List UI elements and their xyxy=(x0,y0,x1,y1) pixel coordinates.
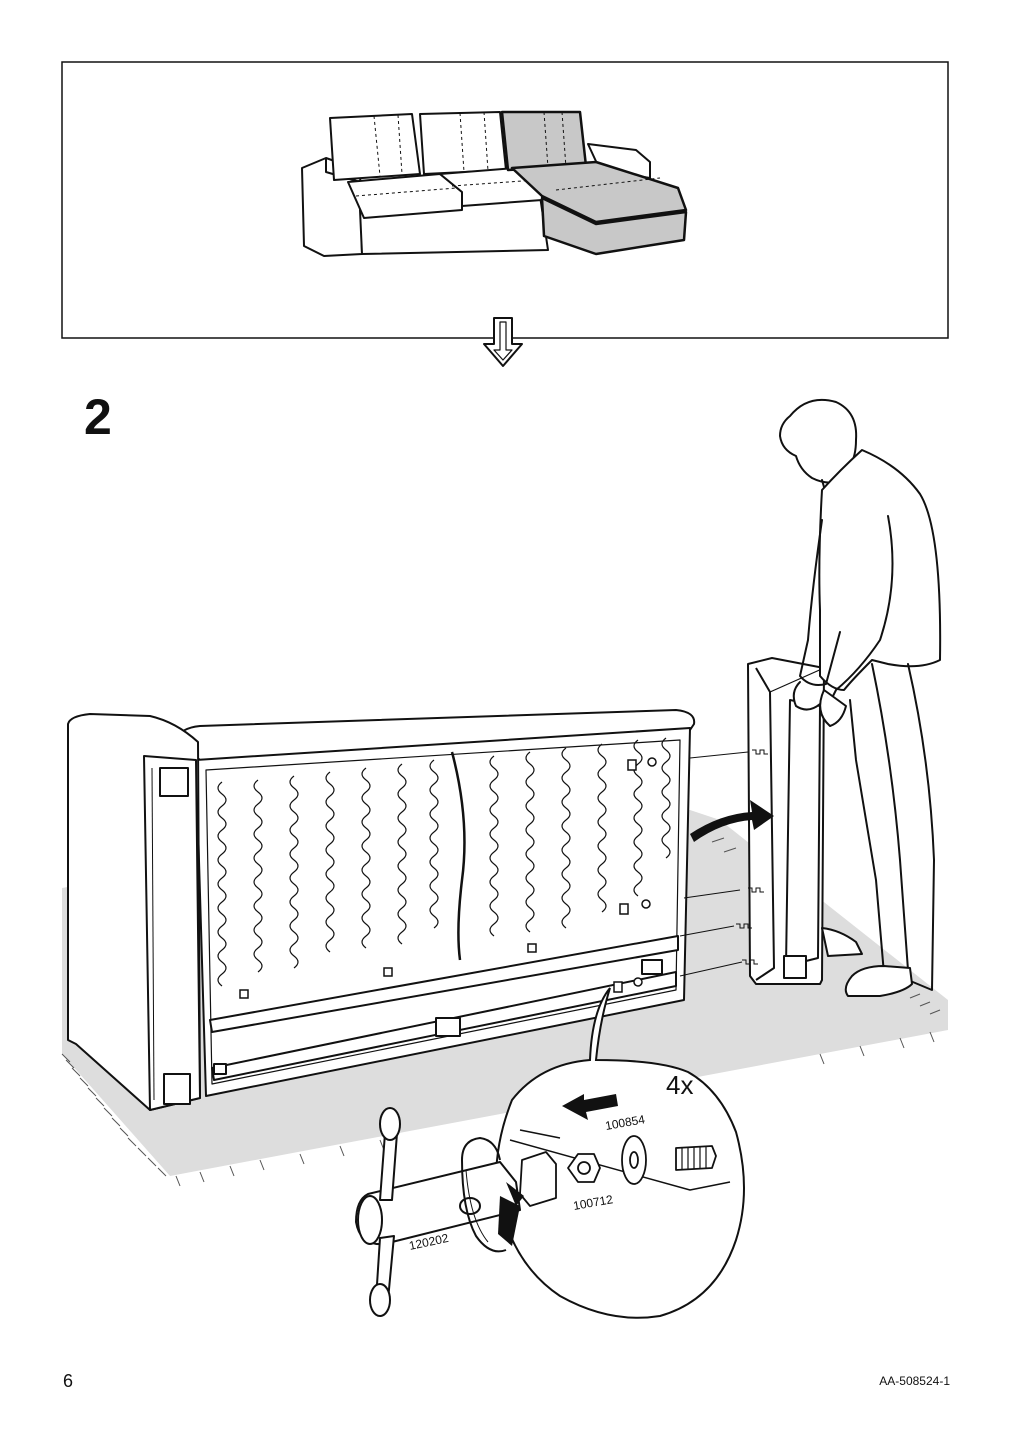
chaise-panel xyxy=(747,657,825,985)
person xyxy=(779,398,942,997)
down-arrow-icon xyxy=(483,317,523,367)
detail-bubble xyxy=(494,987,745,1319)
part-id-washer: 100854 xyxy=(604,1112,646,1133)
document-id: AA-508524-1 xyxy=(879,1374,950,1388)
detail-parts xyxy=(509,1129,731,1207)
connector-lines xyxy=(679,749,768,977)
part-id-nut: 100712 xyxy=(572,1192,614,1213)
curved-arrow-icon xyxy=(690,800,774,842)
sofa-armrest-left xyxy=(67,713,201,1111)
page-number: 6 xyxy=(63,1371,74,1391)
overview-chaise-highlighted xyxy=(500,110,688,256)
sofa-fittings xyxy=(239,757,657,999)
step-number: 2 xyxy=(84,389,112,445)
quantity-label: 4x xyxy=(666,1070,693,1100)
rotate-arrow-icon xyxy=(460,1136,524,1253)
sofa-springs xyxy=(217,737,671,987)
tool-wrench xyxy=(355,1107,521,1317)
overview-sofa xyxy=(301,111,651,257)
push-arrow-icon xyxy=(562,1094,618,1120)
